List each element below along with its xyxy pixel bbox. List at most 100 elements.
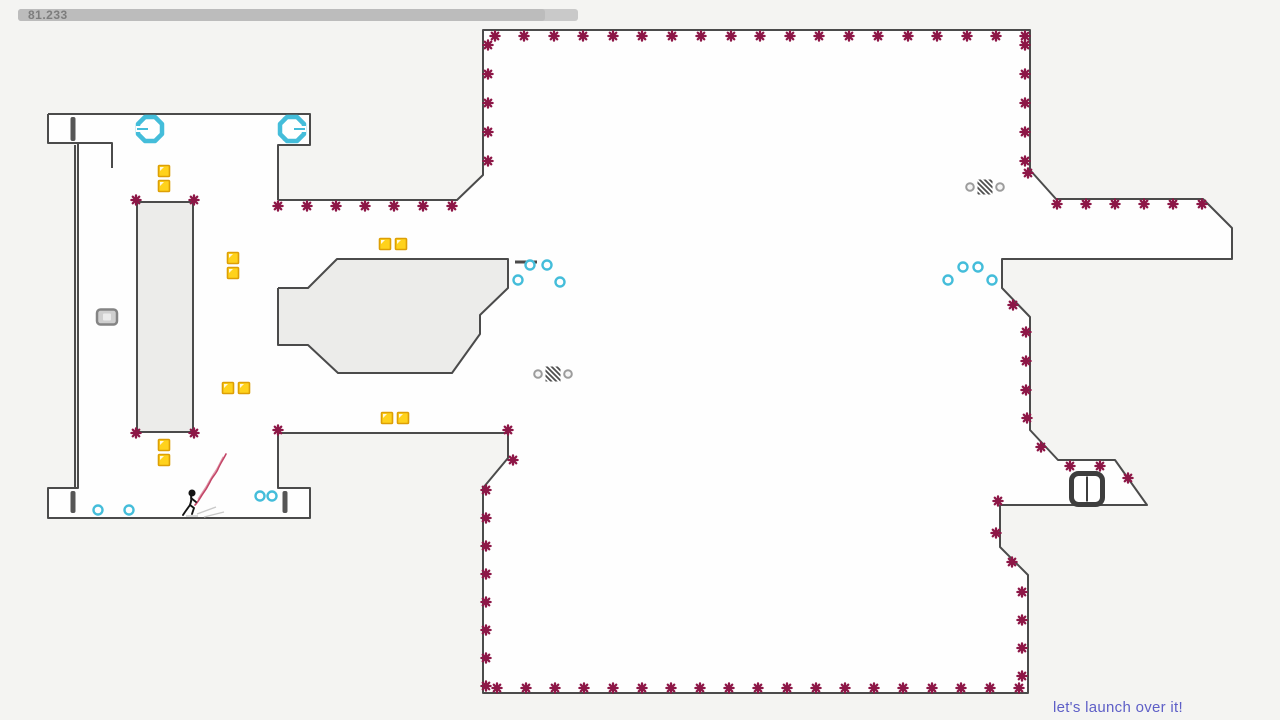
micro-drone-icon xyxy=(512,274,524,286)
mine-icon xyxy=(1064,460,1076,472)
toggle-mine-icon xyxy=(965,182,975,192)
timer-value: 81.233 xyxy=(28,8,68,22)
door xyxy=(70,491,76,513)
mine-icon xyxy=(480,624,492,636)
mine-icon xyxy=(926,682,938,694)
micro-drone-icon xyxy=(524,259,536,271)
gold-icon xyxy=(378,237,392,251)
mine-icon xyxy=(480,652,492,664)
mine-icon xyxy=(607,30,619,42)
mine-icon xyxy=(482,97,494,109)
micro-drone-icon xyxy=(957,261,969,273)
mine-icon xyxy=(1022,167,1034,179)
mine-icon xyxy=(1007,299,1019,311)
mine-icon xyxy=(897,682,909,694)
mine-icon xyxy=(1019,155,1031,167)
mine-icon xyxy=(489,30,501,42)
micro-drone-icon xyxy=(972,261,984,273)
mine-icon xyxy=(417,200,429,212)
mine-icon xyxy=(188,194,200,206)
toggle-mine-icon xyxy=(533,369,543,379)
mine-icon xyxy=(872,30,884,42)
toggle-mine-icon xyxy=(563,369,573,379)
mine-icon xyxy=(752,682,764,694)
door xyxy=(282,491,288,513)
mine-icon xyxy=(480,680,492,692)
mine-icon xyxy=(480,484,492,496)
wall-outline xyxy=(277,258,509,374)
micro-drone-icon xyxy=(254,490,266,502)
ninja xyxy=(182,489,197,516)
mine-icon xyxy=(784,30,796,42)
mine-icon xyxy=(1019,39,1031,51)
gold-icon xyxy=(221,381,235,395)
ninja-trail xyxy=(194,453,227,506)
mine-icon xyxy=(272,200,284,212)
mine-icon xyxy=(1196,198,1208,210)
mine-icon xyxy=(130,427,142,439)
gold-icon xyxy=(394,237,408,251)
pillar-block xyxy=(137,202,193,432)
mine-icon xyxy=(1020,326,1032,338)
gold-icon xyxy=(380,411,394,425)
mine-icon xyxy=(502,424,514,436)
micro-drone-icon xyxy=(942,274,954,286)
level-caption: let's launch over it! xyxy=(1052,699,1183,716)
mine-icon xyxy=(446,200,458,212)
mine-icon xyxy=(548,30,560,42)
mine-icon xyxy=(723,682,735,694)
micro-drone-icon xyxy=(266,490,278,502)
gold-icon xyxy=(226,266,240,280)
mine-icon xyxy=(636,30,648,42)
mine-icon xyxy=(491,682,503,694)
mine-icon xyxy=(725,30,737,42)
mine-icon xyxy=(518,30,530,42)
mine-icon xyxy=(480,540,492,552)
mine-icon xyxy=(482,126,494,138)
mine-icon xyxy=(330,200,342,212)
mine-icon xyxy=(666,30,678,42)
mine-icon xyxy=(781,682,793,694)
mine-icon xyxy=(961,30,973,42)
mine-icon xyxy=(301,200,313,212)
mine-icon xyxy=(990,527,1002,539)
mine-icon xyxy=(839,682,851,694)
timer-bar-fill xyxy=(18,9,545,21)
exit-switch xyxy=(95,308,119,326)
mine-icon xyxy=(578,682,590,694)
mine-icon xyxy=(1094,460,1106,472)
micro-drone-icon xyxy=(541,259,553,271)
mine-icon xyxy=(1019,97,1031,109)
mine-icon xyxy=(480,596,492,608)
mine-icon xyxy=(1019,30,1031,42)
mine-icon xyxy=(1020,355,1032,367)
mine-icon xyxy=(1035,441,1047,453)
mine-icon xyxy=(1020,384,1032,396)
mine-icon xyxy=(1051,198,1063,210)
gold-icon xyxy=(226,251,240,265)
micro-drone-icon xyxy=(92,504,104,516)
mine-icon xyxy=(754,30,766,42)
main-room-area xyxy=(278,30,1232,693)
ninja-trail xyxy=(197,456,224,500)
mine-icon xyxy=(272,424,284,436)
mine-icon xyxy=(694,682,706,694)
mine-icon xyxy=(813,30,825,42)
mine-icon xyxy=(388,200,400,212)
mine-icon xyxy=(868,682,880,694)
mine-icon xyxy=(1021,412,1033,424)
gold-icon xyxy=(157,438,171,452)
mine-icon xyxy=(1016,586,1028,598)
micro-drone-icon xyxy=(986,274,998,286)
mine-icon xyxy=(1019,68,1031,80)
mine-icon xyxy=(990,30,1002,42)
mine-icon xyxy=(992,495,1004,507)
door xyxy=(70,117,76,141)
mine-icon xyxy=(1138,198,1150,210)
mine-icon xyxy=(188,427,200,439)
mine-icon xyxy=(1122,472,1134,484)
mine-icon xyxy=(636,682,648,694)
mine-icon xyxy=(695,30,707,42)
